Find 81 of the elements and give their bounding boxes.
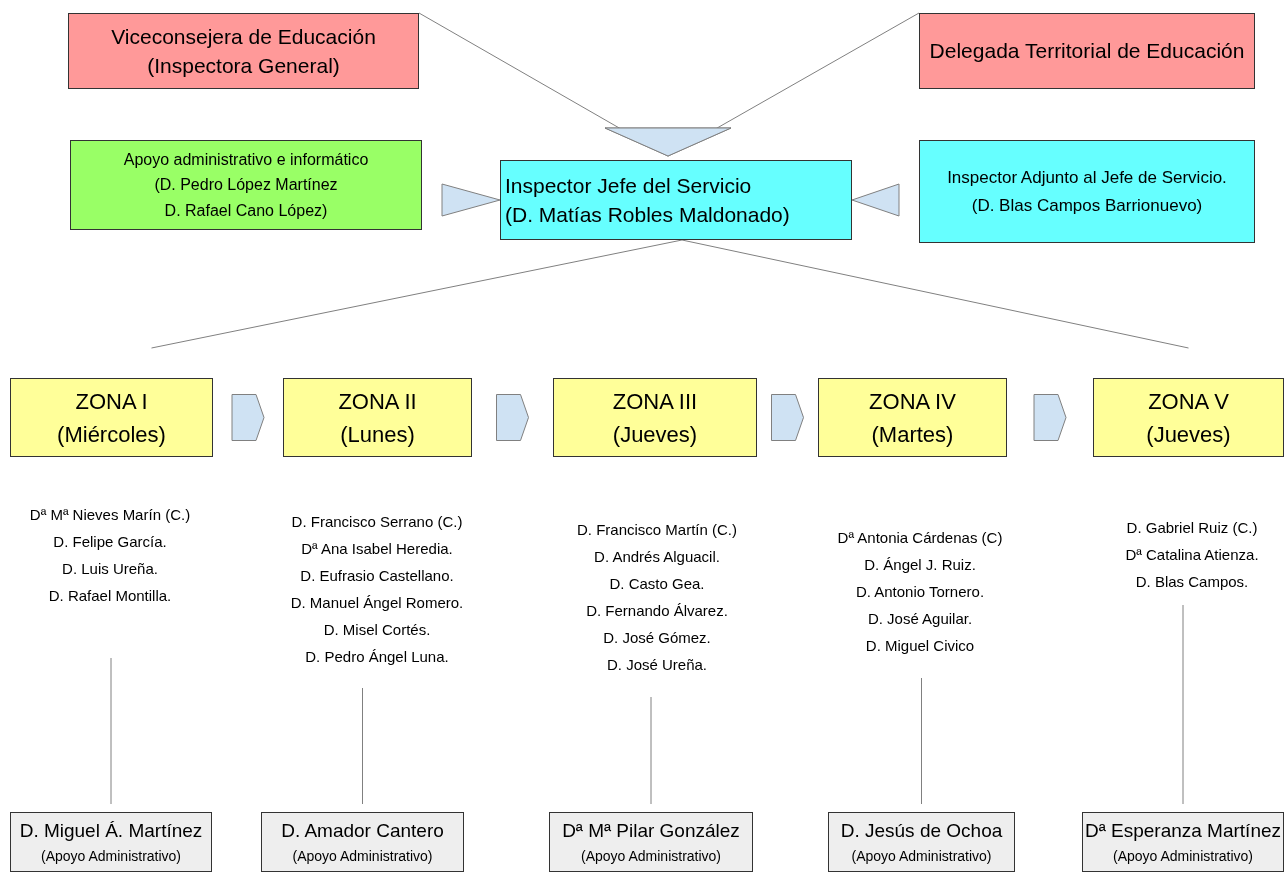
weekday-text: (Martes) [871, 420, 954, 449]
member-name: D. Gabriel Ruiz (C.) [1126, 518, 1258, 538]
support-box [1082, 812, 1284, 872]
org-box [919, 140, 1255, 243]
name-text: Viceconsejera de Educación [111, 23, 376, 50]
connector-line [110, 657, 112, 805]
org-box [70, 140, 422, 230]
weekday-text: (Miércoles) [57, 420, 166, 449]
member-name: D. Rafael Montilla. [48, 586, 172, 606]
member-name: Dª Antonia Cárdenas (C) [837, 528, 1003, 548]
weekday-text: (Jueves) [1146, 420, 1231, 449]
connector-line [921, 677, 922, 805]
member-name: D. Miguel Civico [865, 636, 975, 656]
block-arrow [851, 183, 900, 217]
name-text: (D. Matías Robles Maldonado) [505, 202, 790, 228]
name-text: Dª Esperanza Martínez [1084, 819, 1282, 843]
zone-title: ZONA II [338, 387, 417, 416]
zone-title: ZONA IV [869, 387, 956, 416]
org-box [68, 13, 419, 89]
name-text: (Apoyo Administrativo) [1112, 846, 1254, 866]
org-box [500, 160, 852, 240]
connector-line [362, 687, 363, 805]
member-name: D. Manuel Ángel Romero. [290, 593, 464, 613]
support-box [828, 812, 1015, 872]
support-box [261, 812, 464, 872]
name-text: Inspector Jefe del Servicio [505, 172, 752, 199]
member-name: D. Pedro Ángel Luna. [305, 647, 449, 667]
member-name: D. Antonio Tornero. [855, 582, 985, 602]
member-name: D. Casto Gea. [609, 574, 705, 594]
name-text: Inspector Adjunto al Jefe de Servicio. [947, 167, 1227, 190]
zone-box [818, 378, 1007, 457]
name-text: (D. Blas Campos Barrionuevo) [971, 194, 1203, 217]
member-name: D. José Aguilar. [867, 609, 973, 629]
zone-box [283, 378, 472, 457]
connector-line [650, 696, 652, 805]
org-box [919, 13, 1255, 89]
support-box [10, 812, 212, 872]
member-name: D. Eufrasio Castellano. [300, 566, 454, 586]
member-name: D. Fernando Álvarez. [586, 601, 728, 621]
zone-title: ZONA V [1148, 387, 1229, 416]
connector-line [1182, 604, 1184, 805]
name-text: (Apoyo Administrativo) [851, 846, 992, 866]
block-arrow [1033, 394, 1067, 441]
block-arrow [496, 394, 529, 441]
support-box [549, 812, 753, 872]
name-text: (Apoyo Administrativo) [292, 846, 433, 866]
member-name: D. Luis Ureña. [62, 559, 158, 579]
zone-title: ZONA I [75, 387, 148, 416]
name-text: Dª Mª Pilar González [562, 819, 740, 843]
member-name: D. Misel Cortés. [323, 620, 431, 640]
member-name: D. Blas Campos. [1135, 572, 1249, 592]
block-arrow [441, 183, 501, 217]
member-name: Dª Catalina Atienza. [1125, 545, 1259, 565]
member-name: D. Ángel J. Ruiz. [864, 555, 976, 575]
block-arrow [231, 394, 265, 441]
name-text: D. Amador Cantero [281, 819, 444, 843]
weekday-text: (Lunes) [340, 420, 415, 449]
zone-box [1093, 378, 1284, 457]
zone-title: ZONA III [612, 387, 698, 416]
name-text: (Apoyo Administrativo) [40, 846, 182, 866]
name-text: Delegada Territorial de Educación [929, 38, 1245, 65]
name-text: D. Miguel Á. Martínez [19, 819, 203, 843]
zone-box [553, 378, 757, 457]
zone-box [10, 378, 213, 457]
name-text: Apoyo administrativo e informático [123, 149, 369, 170]
member-name: Dª Ana Isabel Heredia. [301, 539, 453, 559]
name-text: D. Rafael Cano López) [164, 200, 328, 221]
connector-line [604, 12, 920, 157]
name-text: D. Jesús de Ochoa [840, 819, 1003, 843]
name-text: (D. Pedro López Martínez [154, 175, 338, 196]
name-text: (Apoyo Administrativo) [580, 846, 722, 866]
name-text: (Inspectora General) [147, 53, 340, 79]
member-name: D. Andrés Alguacil. [594, 547, 720, 567]
block-arrow [771, 394, 804, 441]
member-name: D. José Gómez. [603, 628, 711, 648]
weekday-text: (Jueves) [612, 420, 698, 449]
member-name: D. Francisco Serrano (C.) [291, 512, 463, 532]
member-name: D. José Ureña. [606, 655, 707, 675]
member-name: D. Francisco Martín (C.) [577, 520, 737, 540]
member-name: Dª Mª Nieves Marín (C.) [29, 505, 191, 525]
member-name: D. Felipe García. [53, 532, 167, 552]
